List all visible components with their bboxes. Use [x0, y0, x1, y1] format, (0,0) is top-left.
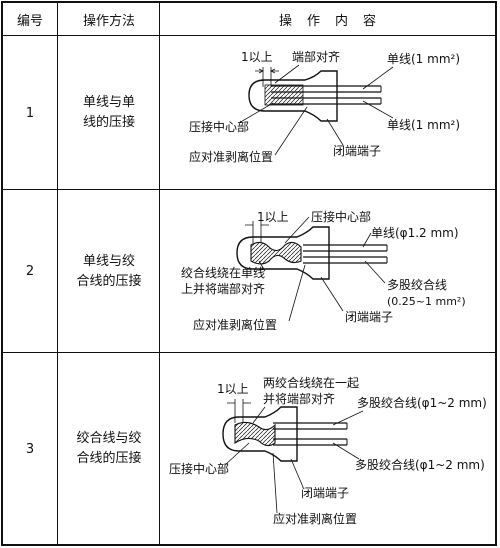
row-1-method-line-2: 线的压接: [82, 115, 135, 130]
header-method: 操作方法: [82, 13, 135, 29]
row-1-crimp-center-label: 压接中心部: [189, 119, 249, 134]
header-no: 编号: [16, 13, 43, 29]
row-2-wires: [303, 244, 388, 264]
row-2-wire-stranded-label: 多股绞合线: [387, 277, 447, 292]
row-3-wires: [273, 422, 348, 446]
row-1-min-length: 1以上: [241, 50, 273, 64]
row-3-wire-top-label: 多股绞合线(φ1~2 mm): [357, 395, 487, 410]
row-2-wire-stranded-range: (0.25~1 mm²): [387, 295, 466, 308]
row-3-method-line-2: 合线的压接: [76, 451, 142, 466]
row-1-diagram: 1以上 端部对齐 单线(1 mm²) 单线(1 mm²) 压接中心部 应对准剥离…: [189, 49, 460, 164]
row-3-number: 3: [25, 441, 35, 457]
row-3-strip-align-label: 应对准剥离位置: [273, 511, 357, 526]
row-3-twisted-strands: [234, 421, 276, 447]
header-divider: [3, 35, 495, 36]
row-1-crimp-zone: [264, 84, 304, 106]
row-2-wire-single-label: 单线(φ1.2 mm): [371, 226, 459, 240]
row-3-method-line-1: 绞合线与绞: [76, 431, 142, 446]
row-1-closed-end-label: 闭端端子: [333, 144, 381, 158]
row-2-twist-note-2: 上并将端部对齐: [181, 281, 265, 296]
crimp-diagrams: 1以上 端部对齐 单线(1 mm²) 单线(1 mm²) 压接中心部 应对准剥离…: [169, 49, 487, 526]
row-2-closed-end-label: 闭端端子: [345, 310, 393, 324]
row-2-closed-end-terminal: [236, 226, 330, 280]
row-2-crimp-center-label: 压接中心部: [311, 209, 371, 224]
row-2-diagram: 1以上 压接中心部 单线(φ1.2 mm) 绞合线绕在单线 上并将端部对齐 多股…: [181, 209, 466, 332]
col-divider-2: [159, 3, 160, 544]
row-2-method: 单线与绞合线的压接: [59, 191, 159, 352]
row-1-closed-end-terminal: [248, 70, 338, 122]
row-3-method: 绞合线与绞合线的压接: [59, 354, 159, 544]
col-divider-1: [57, 3, 58, 544]
header-content: 操 作 内 容: [278, 13, 377, 29]
row-1-wire-top-label: 单线(1 mm²): [387, 52, 460, 66]
row-3-diagram: 1以上 两绞合线绕在一起 并将端部对齐 多股绞合线(φ1~2 mm) 多股绞合线…: [169, 375, 487, 526]
row-3-twist-note-2: 并将端部对齐: [263, 391, 335, 406]
row-2-method-line-2: 合线的压接: [76, 273, 142, 289]
row-3-crimp-center-label: 压接中心部: [169, 461, 229, 476]
row-1-end-align-label: 端部对齐: [292, 49, 340, 64]
row-1-strip-align-label: 应对准剥离位置: [189, 149, 273, 164]
row-1-method: 单线与单线的压接: [59, 37, 159, 189]
row-2-number: 2: [25, 264, 35, 279]
row-2-method-line-1: 单线与绞: [82, 253, 135, 269]
row-1-number: 1: [25, 105, 35, 121]
row-3-twist-note-1: 两绞合线绕在一起: [263, 375, 359, 390]
row-1-wire-bottom-label: 单线(1 mm²): [387, 118, 460, 132]
row-divider-2: [3, 352, 495, 353]
row-2-twist-note-1: 绞合线绕在单线: [181, 265, 265, 280]
row-divider-1: [3, 189, 495, 190]
row-3-closed-end-label: 闭端端子: [301, 486, 349, 500]
row-1-method-line-1: 单线与单: [82, 95, 135, 110]
row-2-strip-align-label: 应对准剥离位置: [193, 317, 277, 332]
row-3-wire-bottom-label: 多股绞合线(φ1~2 mm): [355, 457, 485, 472]
row-2-twisted-strands: [250, 241, 302, 265]
row-3-min-length: 1以上: [217, 382, 249, 396]
row-2-min-length: 1以上: [257, 210, 289, 224]
row-3-closed-end-terminal: [222, 406, 298, 462]
